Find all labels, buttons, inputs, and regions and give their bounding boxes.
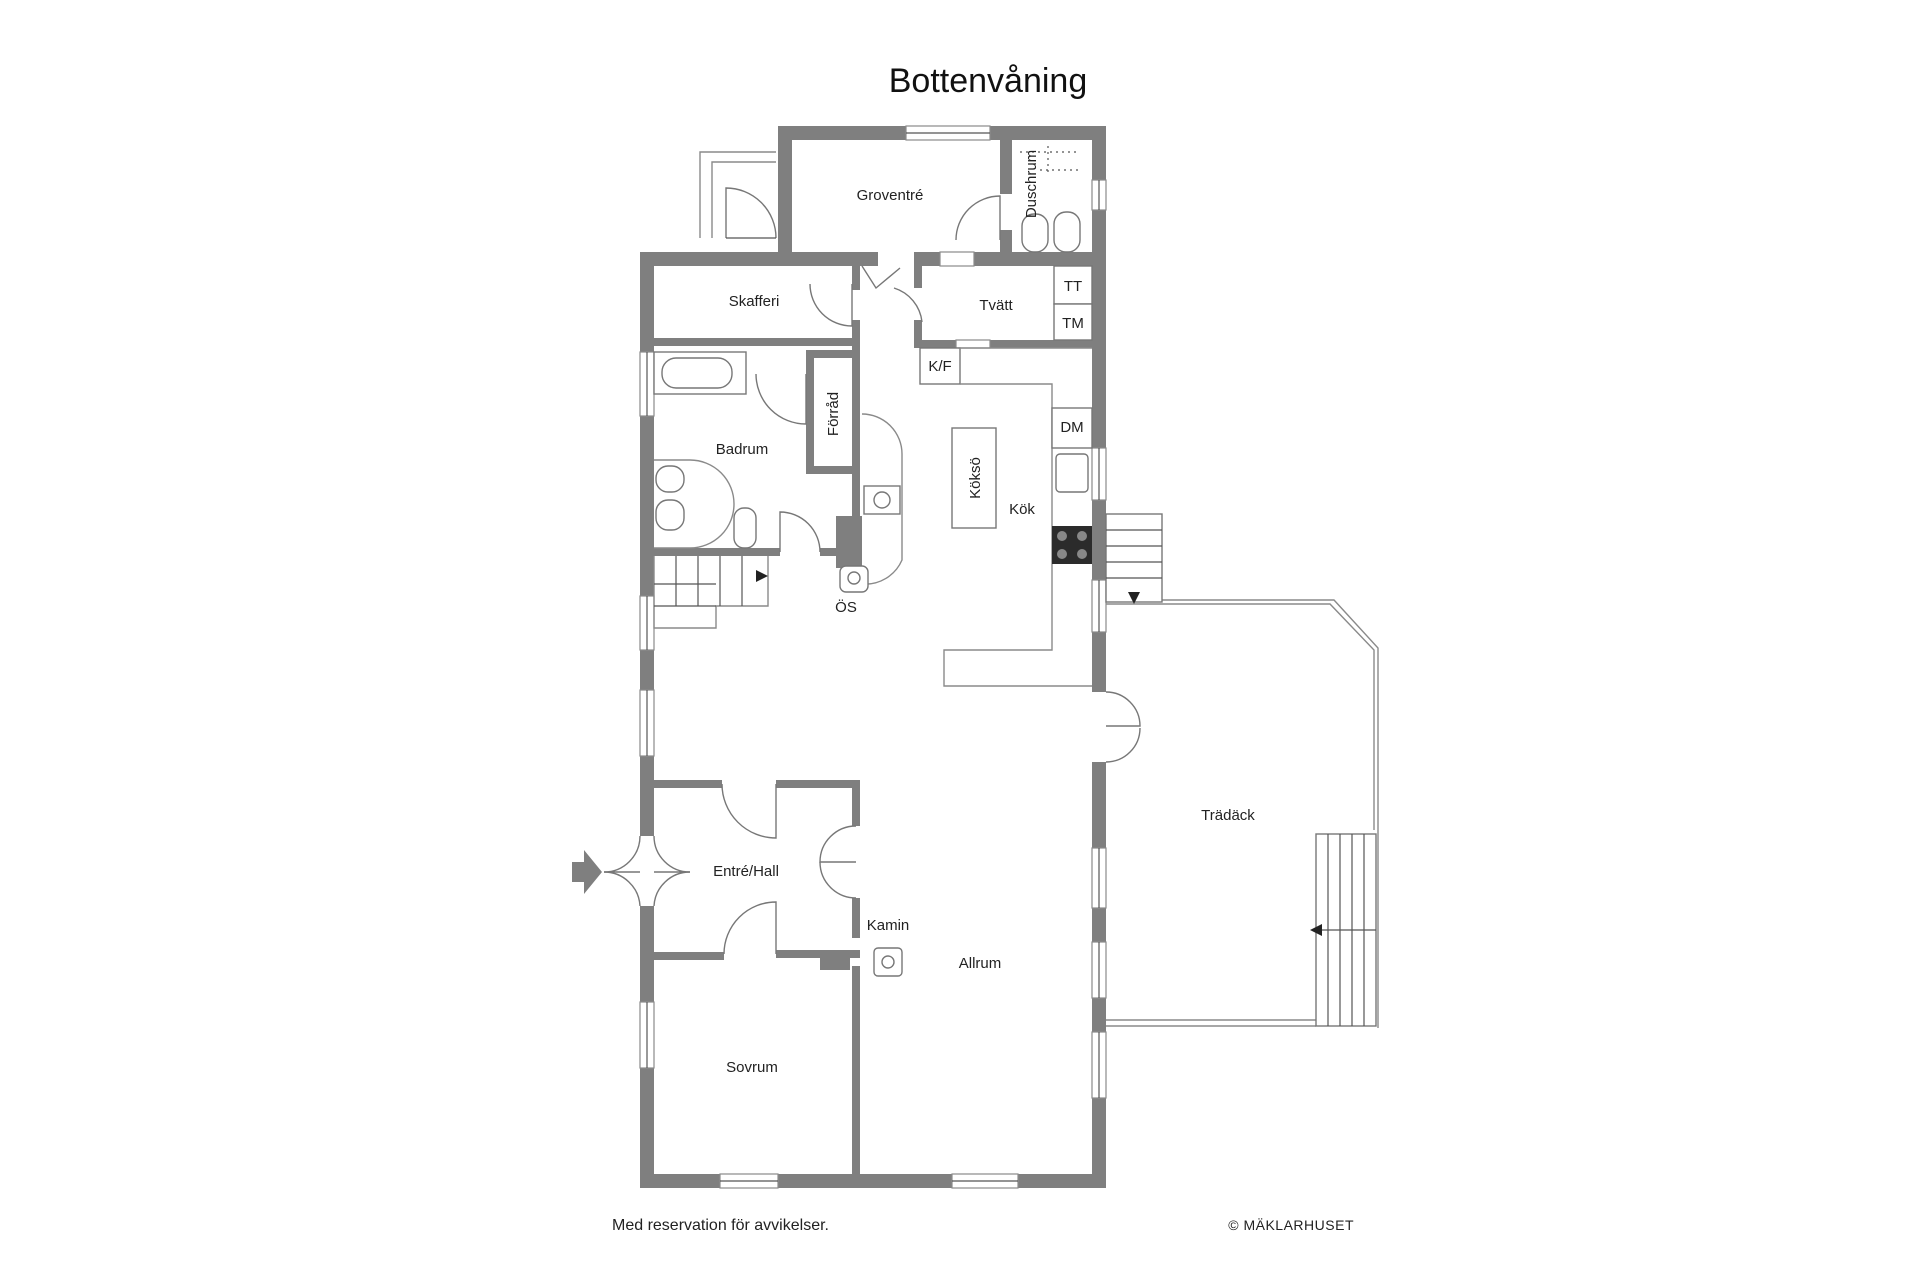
- label-tt: TT: [1064, 278, 1082, 295]
- label-sovrum: Sovrum: [726, 1059, 778, 1076]
- disclaimer-text: Med reservation för avvikelser.: [612, 1217, 829, 1234]
- label-kokso: Köksö: [967, 457, 984, 499]
- label-allrum: Allrum: [959, 955, 1002, 972]
- label-kok: Kök: [1009, 501, 1035, 518]
- walls: [640, 126, 1106, 1188]
- doors: [603, 187, 1141, 955]
- label-tvatt: Tvätt: [979, 297, 1013, 314]
- windows: [639, 125, 1107, 1189]
- floor-title: Bottenvåning: [889, 62, 1088, 100]
- label-skafferi: Skafferi: [729, 293, 780, 310]
- terrace: [1105, 513, 1379, 1028]
- stair-arrow-icon: [756, 570, 768, 582]
- copyright-text: © MÄKLARHUSET: [1228, 1217, 1354, 1233]
- entrance-arrow-icon: [572, 850, 602, 894]
- label-forrad: Förråd: [825, 392, 842, 436]
- label-groventre: Groventré: [857, 187, 924, 204]
- label-os: ÖS: [835, 598, 857, 616]
- label-badrum: Badrum: [716, 441, 769, 458]
- label-duschrum: Duschrum: [1023, 150, 1040, 218]
- room-labels: Groventré Duschrum Skafferi Tvätt TT TM …: [713, 150, 1255, 1076]
- label-kf: K/F: [928, 358, 951, 375]
- label-entre-hall: Entré/Hall: [713, 863, 779, 880]
- label-tradack: Trädäck: [1201, 807, 1255, 824]
- label-tm: TM: [1062, 315, 1084, 332]
- label-kamin: Kamin: [867, 917, 910, 934]
- fixtures: [653, 146, 1093, 977]
- label-dm: DM: [1060, 419, 1083, 436]
